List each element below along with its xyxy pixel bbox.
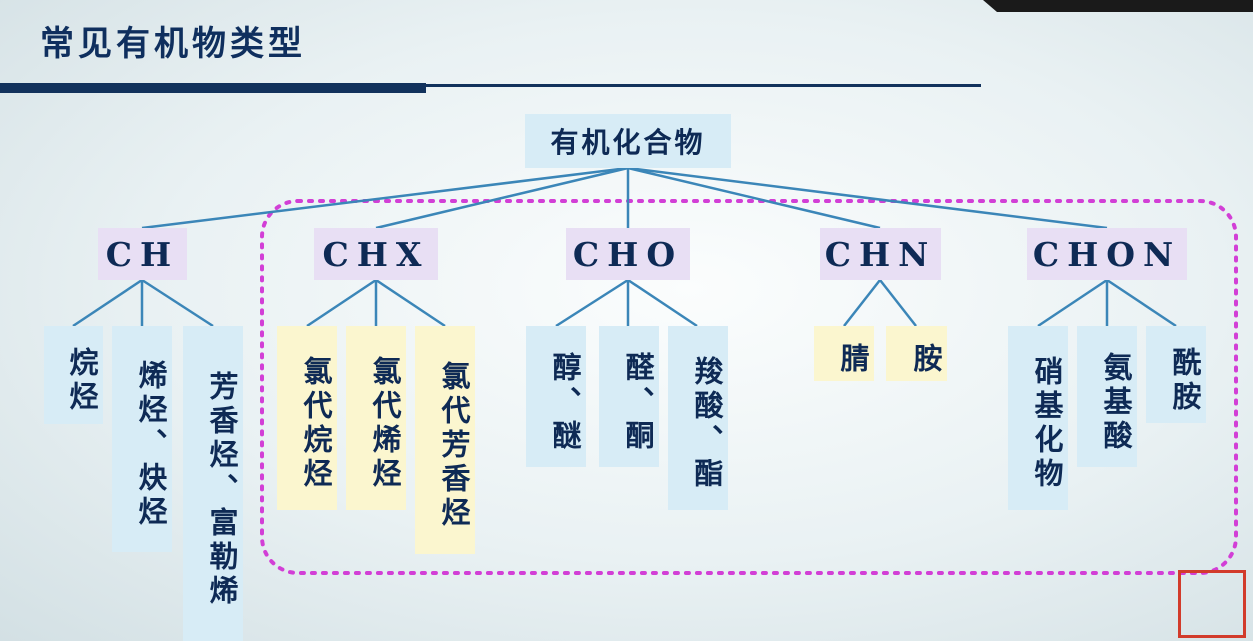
dotted-group-outline	[260, 199, 1238, 575]
leaf-alkane: 烷烃	[44, 326, 103, 424]
leaf-nitrile: 腈	[814, 326, 874, 381]
tree-connectors	[72, 166, 1177, 328]
category-cho: CHO	[566, 228, 690, 280]
leaf-amine: 胺	[886, 326, 947, 381]
title-underline-thick	[0, 83, 426, 93]
category-chon: CHON	[1027, 228, 1187, 280]
title-underline-thin	[426, 84, 981, 87]
category-chx: CHX	[314, 228, 438, 280]
corner-banner	[983, 0, 1253, 12]
category-ch: CH	[98, 228, 187, 280]
leaf-aromatic-fullerene: 芳香烃、富勒烯	[183, 326, 243, 641]
leaf-chloroalkene: 氯代烯烃	[346, 326, 406, 510]
leaf-alcohol-ether: 醇、醚	[526, 326, 586, 467]
page-title: 常见有机物类型	[40, 24, 306, 64]
leaf-amino-acid: 氨基酸	[1077, 326, 1137, 467]
leaf-aldehyde-ketone: 醛、酮	[599, 326, 659, 467]
category-chn: CHN	[820, 228, 941, 280]
leaf-chloroalkane: 氯代烷烃	[277, 326, 337, 510]
root-node: 有机化合物	[525, 114, 731, 168]
leaf-nitro-compound: 硝基化物	[1008, 326, 1068, 510]
red-seal-stamp	[1178, 570, 1246, 638]
leaf-acid-ester: 羧酸、酯	[668, 326, 728, 510]
leaf-amide: 酰胺	[1146, 326, 1206, 423]
leaf-alkene-alkyne: 烯烃、炔烃	[112, 326, 172, 552]
leaf-chloroaromatic: 氯代芳香烃	[415, 326, 475, 554]
